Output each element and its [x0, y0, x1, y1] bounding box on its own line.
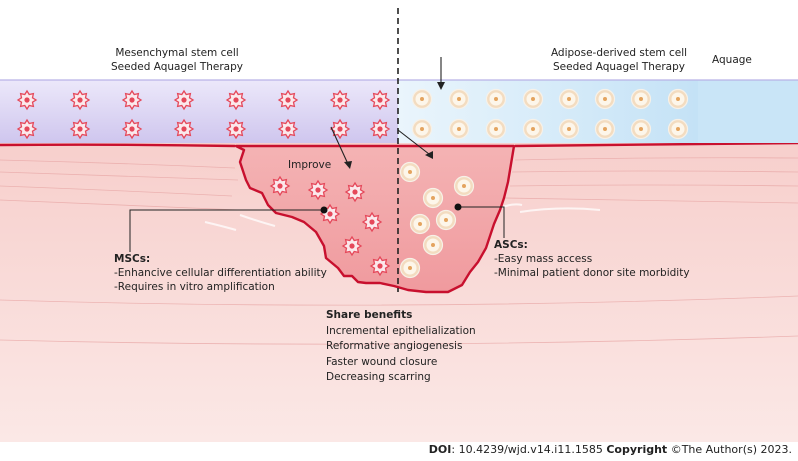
msc-callout-dot [320, 206, 328, 214]
msc-cell-icon [226, 119, 246, 139]
asc-cell-icon [522, 88, 544, 110]
asc-callout-dot [454, 203, 462, 211]
asc-cell-icon [411, 118, 433, 140]
msc-cell-icon [330, 119, 350, 139]
asc-cell-icon [594, 88, 616, 110]
improve-label: Improve [288, 159, 332, 171]
asc-cell-icon [422, 187, 444, 209]
msc-cell-icon [174, 90, 194, 110]
copyright-value: ©The Author(s) 2023. [667, 443, 792, 456]
copyright-label: Copyright [606, 443, 668, 456]
asc-callout-line-2: -Minimal patient donor site morbidity [494, 267, 690, 279]
msc-cell-icon [122, 119, 142, 139]
msc-callout-line [129, 209, 324, 252]
msc-cell-icon [330, 90, 350, 110]
asc-cell-icon [411, 88, 433, 110]
msc-callout-title: MSCs: [114, 253, 151, 265]
msc-cell-icon [174, 119, 194, 139]
msc-cell-icon [70, 119, 90, 139]
msc-header-line-2: Seeded Aquagel Therapy [110, 61, 243, 73]
msc-cell-icon [226, 90, 246, 110]
asc-cell-icon [558, 88, 580, 110]
asc-cell-icon [409, 213, 431, 235]
asc-callout-line [458, 206, 505, 238]
arrows [330, 57, 445, 169]
msc-cell-icon [70, 90, 90, 110]
asc-cell-icon [667, 88, 689, 110]
msc-cell-icon [278, 90, 298, 110]
msc-therapy-header: Mesenchymal stem cell Seeded Aquagel The… [98, 46, 256, 74]
asc-callout-line-1: -Easy mass access [494, 253, 593, 265]
shared-benefit-4: Decreasing scarring [326, 371, 431, 383]
asc-cell-icon [399, 257, 421, 279]
asc-cell-icon [630, 88, 652, 110]
asc-cell-icon [558, 118, 580, 140]
msc-cell-icon [17, 119, 37, 139]
asc-header-line-1: Adipose-derived stem cell [550, 47, 688, 59]
asc-callout-title: ASCs: [494, 239, 528, 251]
msc-cell-icon [345, 182, 365, 202]
asc-header-line-2: Seeded Aquagel Therapy [552, 61, 685, 73]
msc-cell-icon [278, 119, 298, 139]
asc-callout: ASCs: -Easy mass access -Minimal patient… [494, 238, 690, 280]
msc-cell-icon [342, 236, 362, 256]
asc-cell-icon [448, 118, 470, 140]
asc-aquagel-layer [398, 80, 698, 143]
asc-cell-icon [448, 88, 470, 110]
asc-cell-icon [667, 118, 689, 140]
msc-callout: MSCs: -Enhancive cellular differentiatio… [114, 252, 327, 294]
shared-benefit-2: Reformative angiogenesis [326, 340, 463, 352]
asc-cell-icon [630, 118, 652, 140]
skin-layer-lines [0, 157, 798, 345]
asc-cell-icon [522, 118, 544, 140]
skin-surface-edges [0, 141, 798, 148]
msc-cell-icon [122, 90, 142, 110]
asc-wound-arrow [397, 129, 430, 155]
msc-cell-icon [362, 212, 382, 232]
shared-benefit-1: Incremental epithelialization [326, 324, 476, 337]
asc-cell-icon [594, 118, 616, 140]
callout-lines [129, 206, 505, 252]
msc-cell-icon [17, 90, 37, 110]
msc-wound-arrow [330, 126, 349, 165]
msc-cell-icon [308, 180, 328, 200]
asc-cell-icon [422, 234, 444, 256]
aquage-label: Aquage [712, 54, 752, 66]
msc-cell-icon [370, 119, 390, 139]
asc-therapy-header: Adipose-derived stem cell Seeded Aquagel… [540, 46, 698, 74]
msc-callout-line-1: -Enhancive cellular differentiation abil… [114, 267, 327, 279]
msc-cell-icon [270, 176, 290, 196]
shared-benefits: Share benefits Incremental epithelializa… [326, 308, 476, 386]
asc-cell-icon [435, 209, 457, 231]
msc-header-line-1: Mesenchymal stem cell [115, 47, 239, 59]
asc-cell-icon [485, 118, 507, 140]
asc-cell-icon [485, 88, 507, 110]
citation-footer: DOI: 10.4239/wjd.v14.i11.1585 Copyright … [0, 443, 792, 456]
dermis-highlights [204, 203, 601, 231]
shared-benefits-title: Share benefits [326, 309, 413, 321]
aquage-layer [698, 80, 798, 143]
msc-callout-line-2: -Requires in vitro amplification [114, 281, 275, 293]
msc-aquagel-layer [0, 80, 398, 143]
doi-value: : 10.4239/wjd.v14.i11.1585 [451, 443, 607, 456]
asc-cell-icon [399, 161, 421, 183]
asc-cell-icon [453, 175, 475, 197]
shared-benefit-3: Faster wound closure [326, 355, 438, 368]
doi-label: DOI [428, 443, 452, 456]
msc-cell-icon [370, 256, 390, 276]
msc-cell-icon [370, 90, 390, 110]
